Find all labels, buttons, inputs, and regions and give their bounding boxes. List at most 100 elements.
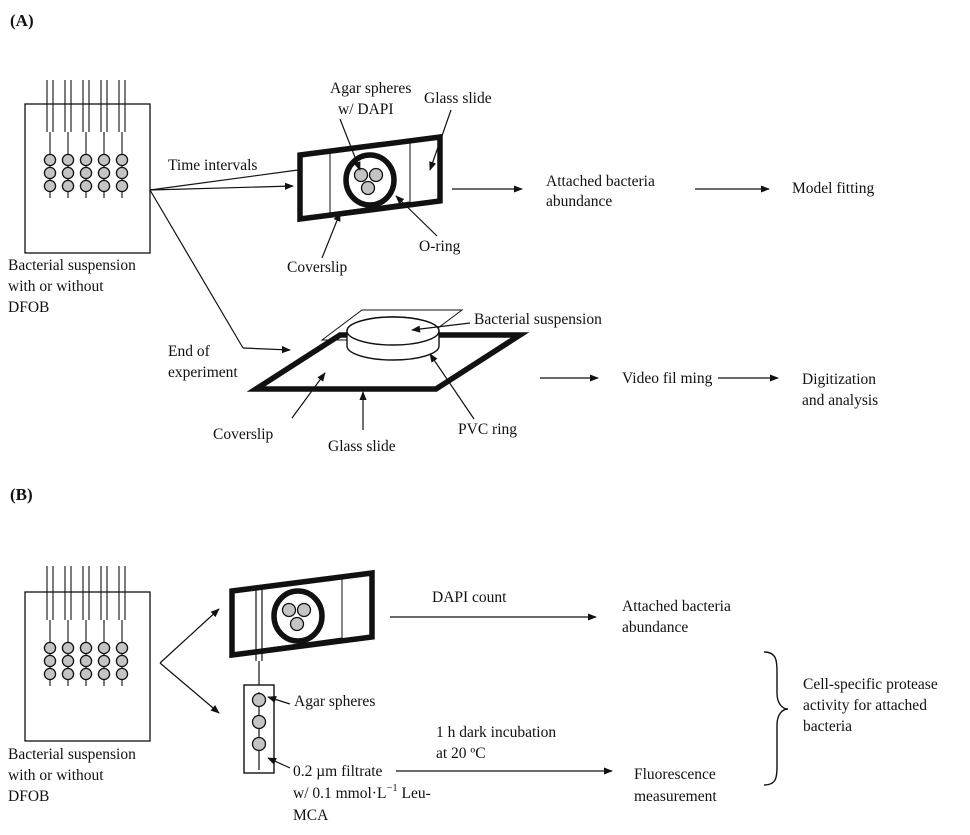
- arrow-to-pvc-slide: [242, 346, 291, 354]
- suspension-label-a-line2: with or without: [8, 278, 104, 295]
- end-of-experiment-line1: End of: [168, 343, 211, 360]
- pvc-ring-label: PVC ring: [458, 421, 517, 438]
- suspension-label-a-line3: DFOB: [8, 299, 49, 316]
- container-a-bead-5-1: [115, 153, 129, 167]
- container-a-bead-1-1: [43, 153, 57, 167]
- incubation-tube: [243, 588, 275, 774]
- attached-bacteria-label-b-line1: Attached bacteria: [622, 598, 731, 615]
- agar-spheres-label-line2: w/ DAPI: [338, 101, 394, 118]
- container-a-bead-5-2: [115, 166, 129, 180]
- fluorescence-label-line1: Fluorescence: [634, 766, 716, 783]
- container-a-bead-2-3: [61, 179, 75, 193]
- suspension-label-b-line3: DFOB: [8, 788, 49, 805]
- filtrate-label-line3: MCA: [293, 807, 329, 824]
- filtrate-label-line2: w/ 0.1 mmol·L−1 Leu-: [293, 783, 431, 802]
- panel-a-label: (A): [10, 11, 34, 30]
- container-a-bead-4-3: [97, 179, 111, 193]
- container-a-bead-1-2: [43, 166, 57, 180]
- filtrate-label-line1: 0.2 µm filtrate: [293, 763, 383, 780]
- agar-sphere-b2: [296, 602, 312, 618]
- attached-bacteria-label-a-line1: Attached bacteria: [546, 173, 655, 190]
- digitization-label-line1: Digitization: [802, 371, 876, 388]
- agar-sphere-b3: [289, 616, 305, 632]
- time-intervals-label: Time intervals: [168, 157, 257, 174]
- agar-sphere-a1: [353, 167, 369, 183]
- coverslip-label-top: Coverslip: [287, 259, 348, 276]
- container-a-bead-3-3: [79, 179, 93, 193]
- pointer-bacterial-suspension: [411, 322, 471, 333]
- attached-bacteria-label-a-line2: abundance: [546, 193, 612, 210]
- agar-sphere-a2: [368, 167, 384, 183]
- cell-specific-label-line2: activity for attached: [803, 697, 927, 714]
- digitization-label-line2: and analysis: [802, 392, 878, 409]
- agar-sphere-b1: [281, 602, 297, 618]
- dapi-count-label: DAPI count: [432, 589, 507, 606]
- glass-slide-oring-a: [297, 133, 443, 223]
- incubation-label-line2: at 20 ºC: [436, 745, 486, 762]
- agar-sphere-a3: [360, 180, 376, 196]
- container-b-bead-3-1: [79, 641, 93, 655]
- suspension-label-b-line1: Bacterial suspension: [8, 746, 136, 763]
- pointer-glass-slide-top: [429, 109, 452, 171]
- model-fitting-label: Model fitting: [792, 180, 874, 197]
- pointer-agar-spheres: [339, 118, 361, 171]
- container-b-bead-1-2: [43, 654, 57, 668]
- coverslip-label-bottom: Coverslip: [213, 426, 274, 443]
- suspension-label-a-line1: Bacterial suspension: [8, 257, 136, 274]
- o-ring-label: O-ring: [419, 238, 461, 255]
- attached-bacteria-label-b-line2: abundance: [622, 619, 688, 636]
- glass-slide-label-top: Glass slide: [424, 90, 492, 107]
- container-b-bead-2-1: [61, 641, 75, 655]
- arrow-to-slide-a: [149, 182, 294, 191]
- container-b-bead-2-2: [61, 654, 75, 668]
- o-ring-b: [271, 588, 325, 644]
- container-b-bead-3-2: [79, 654, 93, 668]
- container-a-bead-4-1: [97, 153, 111, 167]
- pointer-pvc-ring: [429, 353, 475, 420]
- container-b-bead-4-1: [97, 641, 111, 655]
- glass-slide-pvc: [246, 332, 530, 392]
- agar-spheres-label-b: Agar spheres: [294, 693, 375, 710]
- bacterial-container-b: [24, 566, 151, 742]
- container-b-bead-4-2: [97, 654, 111, 668]
- pointer-coverslip-bottom: [291, 372, 326, 419]
- tube-array-a: [43, 80, 129, 198]
- pointer-agar-spheres-b: [267, 696, 291, 705]
- tube-bead-2: [251, 714, 267, 730]
- o-ring-a: [343, 152, 397, 208]
- arrow-to-tube-b: [159, 662, 220, 714]
- agar-spheres-label-line1: Agar spheres: [330, 80, 411, 97]
- tube-bead-1: [251, 692, 267, 708]
- container-b-bead-1-3: [43, 667, 57, 681]
- container-b-bead-2-3: [61, 667, 75, 681]
- container-a-bead-5-3: [115, 179, 129, 193]
- panel-b-label: (B): [10, 485, 33, 504]
- pvc-ring-top: [346, 316, 440, 346]
- pointer-o-ring: [395, 195, 438, 237]
- branch-line-upper-a: [149, 169, 299, 191]
- container-b-bead-1-1: [43, 641, 57, 655]
- coverslip-a: [329, 140, 411, 214]
- container-b-bead-5-1: [115, 641, 129, 655]
- tube-array-b: [43, 566, 129, 686]
- container-b-bead-3-3: [79, 667, 93, 681]
- container-b-bead-5-3: [115, 667, 129, 681]
- glass-slide-oring-b: [229, 569, 375, 659]
- container-a-bead-1-3: [43, 179, 57, 193]
- pointer-coverslip-top: [321, 212, 341, 259]
- container-a-bead-2-2: [61, 166, 75, 180]
- video-filming-label: Video fil ming: [622, 370, 713, 387]
- glass-slide-label-bottom: Glass slide: [328, 438, 396, 455]
- end-of-experiment-line2: experiment: [168, 364, 238, 381]
- container-a-bead-3-2: [79, 166, 93, 180]
- tube-bead-3: [251, 736, 267, 752]
- branch-line-lower-a: [149, 189, 244, 349]
- pointer-filtrate: [267, 757, 291, 769]
- container-a-bead-2-1: [61, 153, 75, 167]
- cell-specific-label-line3: bacteria: [803, 718, 852, 735]
- container-a-bead-4-2: [97, 166, 111, 180]
- container-b-bead-4-3: [97, 667, 111, 681]
- container-a-bead-3-1: [79, 153, 93, 167]
